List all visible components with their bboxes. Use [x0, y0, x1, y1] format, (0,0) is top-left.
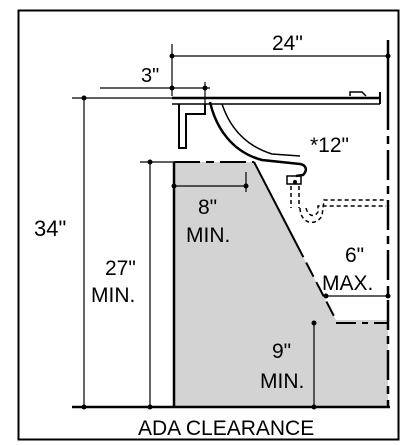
- dim-dot: [311, 320, 317, 326]
- dim-dot: [169, 53, 175, 59]
- toe-height-qualifier: MIN.: [260, 370, 304, 393]
- toe-height-value: 9": [272, 340, 291, 363]
- diagram-caption: ADA CLEARANCE: [138, 417, 314, 440]
- front-apron: [178, 104, 206, 149]
- dim-dot: [202, 85, 208, 91]
- sink-bowl-inner: [221, 103, 301, 157]
- sloped-clearance-line-dashed: [295, 242, 337, 321]
- top-width-label: 24": [272, 32, 303, 55]
- knee-depth-qualifier: MIN.: [186, 224, 230, 247]
- faucet-icon: [349, 91, 367, 97]
- dim-dot: [311, 404, 317, 410]
- dim-dot: [81, 404, 87, 410]
- dim-dot: [81, 95, 87, 101]
- knee-height-value: 27": [105, 257, 136, 280]
- p-trap-icon: [299, 199, 386, 224]
- tailpiece-icon: [290, 186, 300, 208]
- knee-depth-value: 8": [198, 196, 217, 219]
- dim-dot: [147, 404, 153, 410]
- dim-dot: [385, 53, 391, 59]
- sink-bowl: [208, 101, 308, 178]
- dim-dot: [169, 85, 175, 91]
- dim-dot: [385, 293, 391, 299]
- diagram-frame: [17, 9, 400, 441]
- dim-dot: [147, 159, 153, 165]
- p-trap-inner: [305, 205, 386, 217]
- dim-dot: [323, 293, 329, 299]
- toe-depth-qualifier: MAX.: [322, 272, 373, 295]
- setback-label: 3": [141, 65, 159, 87]
- drain-body: [286, 175, 302, 185]
- toe-depth-value: 6": [345, 244, 364, 267]
- knee-toe-clearance-area: [174, 162, 388, 407]
- dim-dot: [243, 183, 249, 189]
- drain-dot: [293, 180, 297, 184]
- sloped-clearance-line-solid: [253, 161, 297, 244]
- bowl-depth-label: *12": [310, 134, 349, 157]
- dim-dot: [171, 183, 177, 189]
- total-height-label: 34": [34, 216, 66, 241]
- knee-height-qualifier: MIN.: [91, 284, 135, 307]
